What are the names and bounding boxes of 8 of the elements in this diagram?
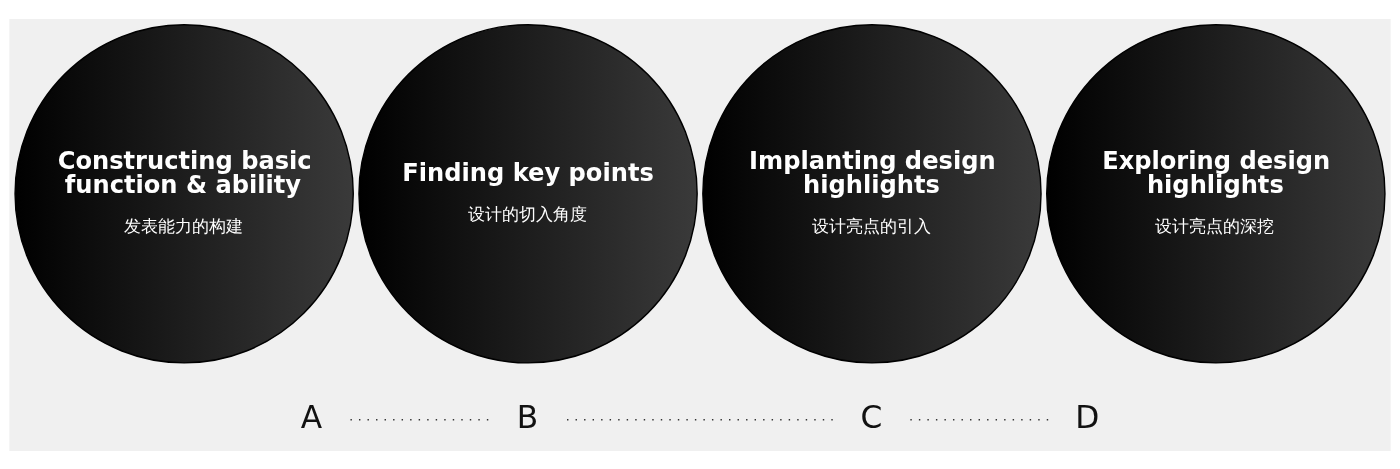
node-text: C <box>860 398 883 435</box>
node-circle: Implanting design highlights 设计亮点的引入 <box>702 23 1042 364</box>
node-circle: Exploring design highlights 设计亮点的深挖 <box>1046 23 1386 364</box>
node-text: D <box>1075 398 1100 435</box>
node-text: B <box>516 398 539 435</box>
node-text: A <box>300 398 323 435</box>
node-circle: Finding key points 设计的切入角度 <box>358 23 698 364</box>
node-circle: Constructing basic function & ability 发表能力的构建 <box>14 23 354 364</box>
